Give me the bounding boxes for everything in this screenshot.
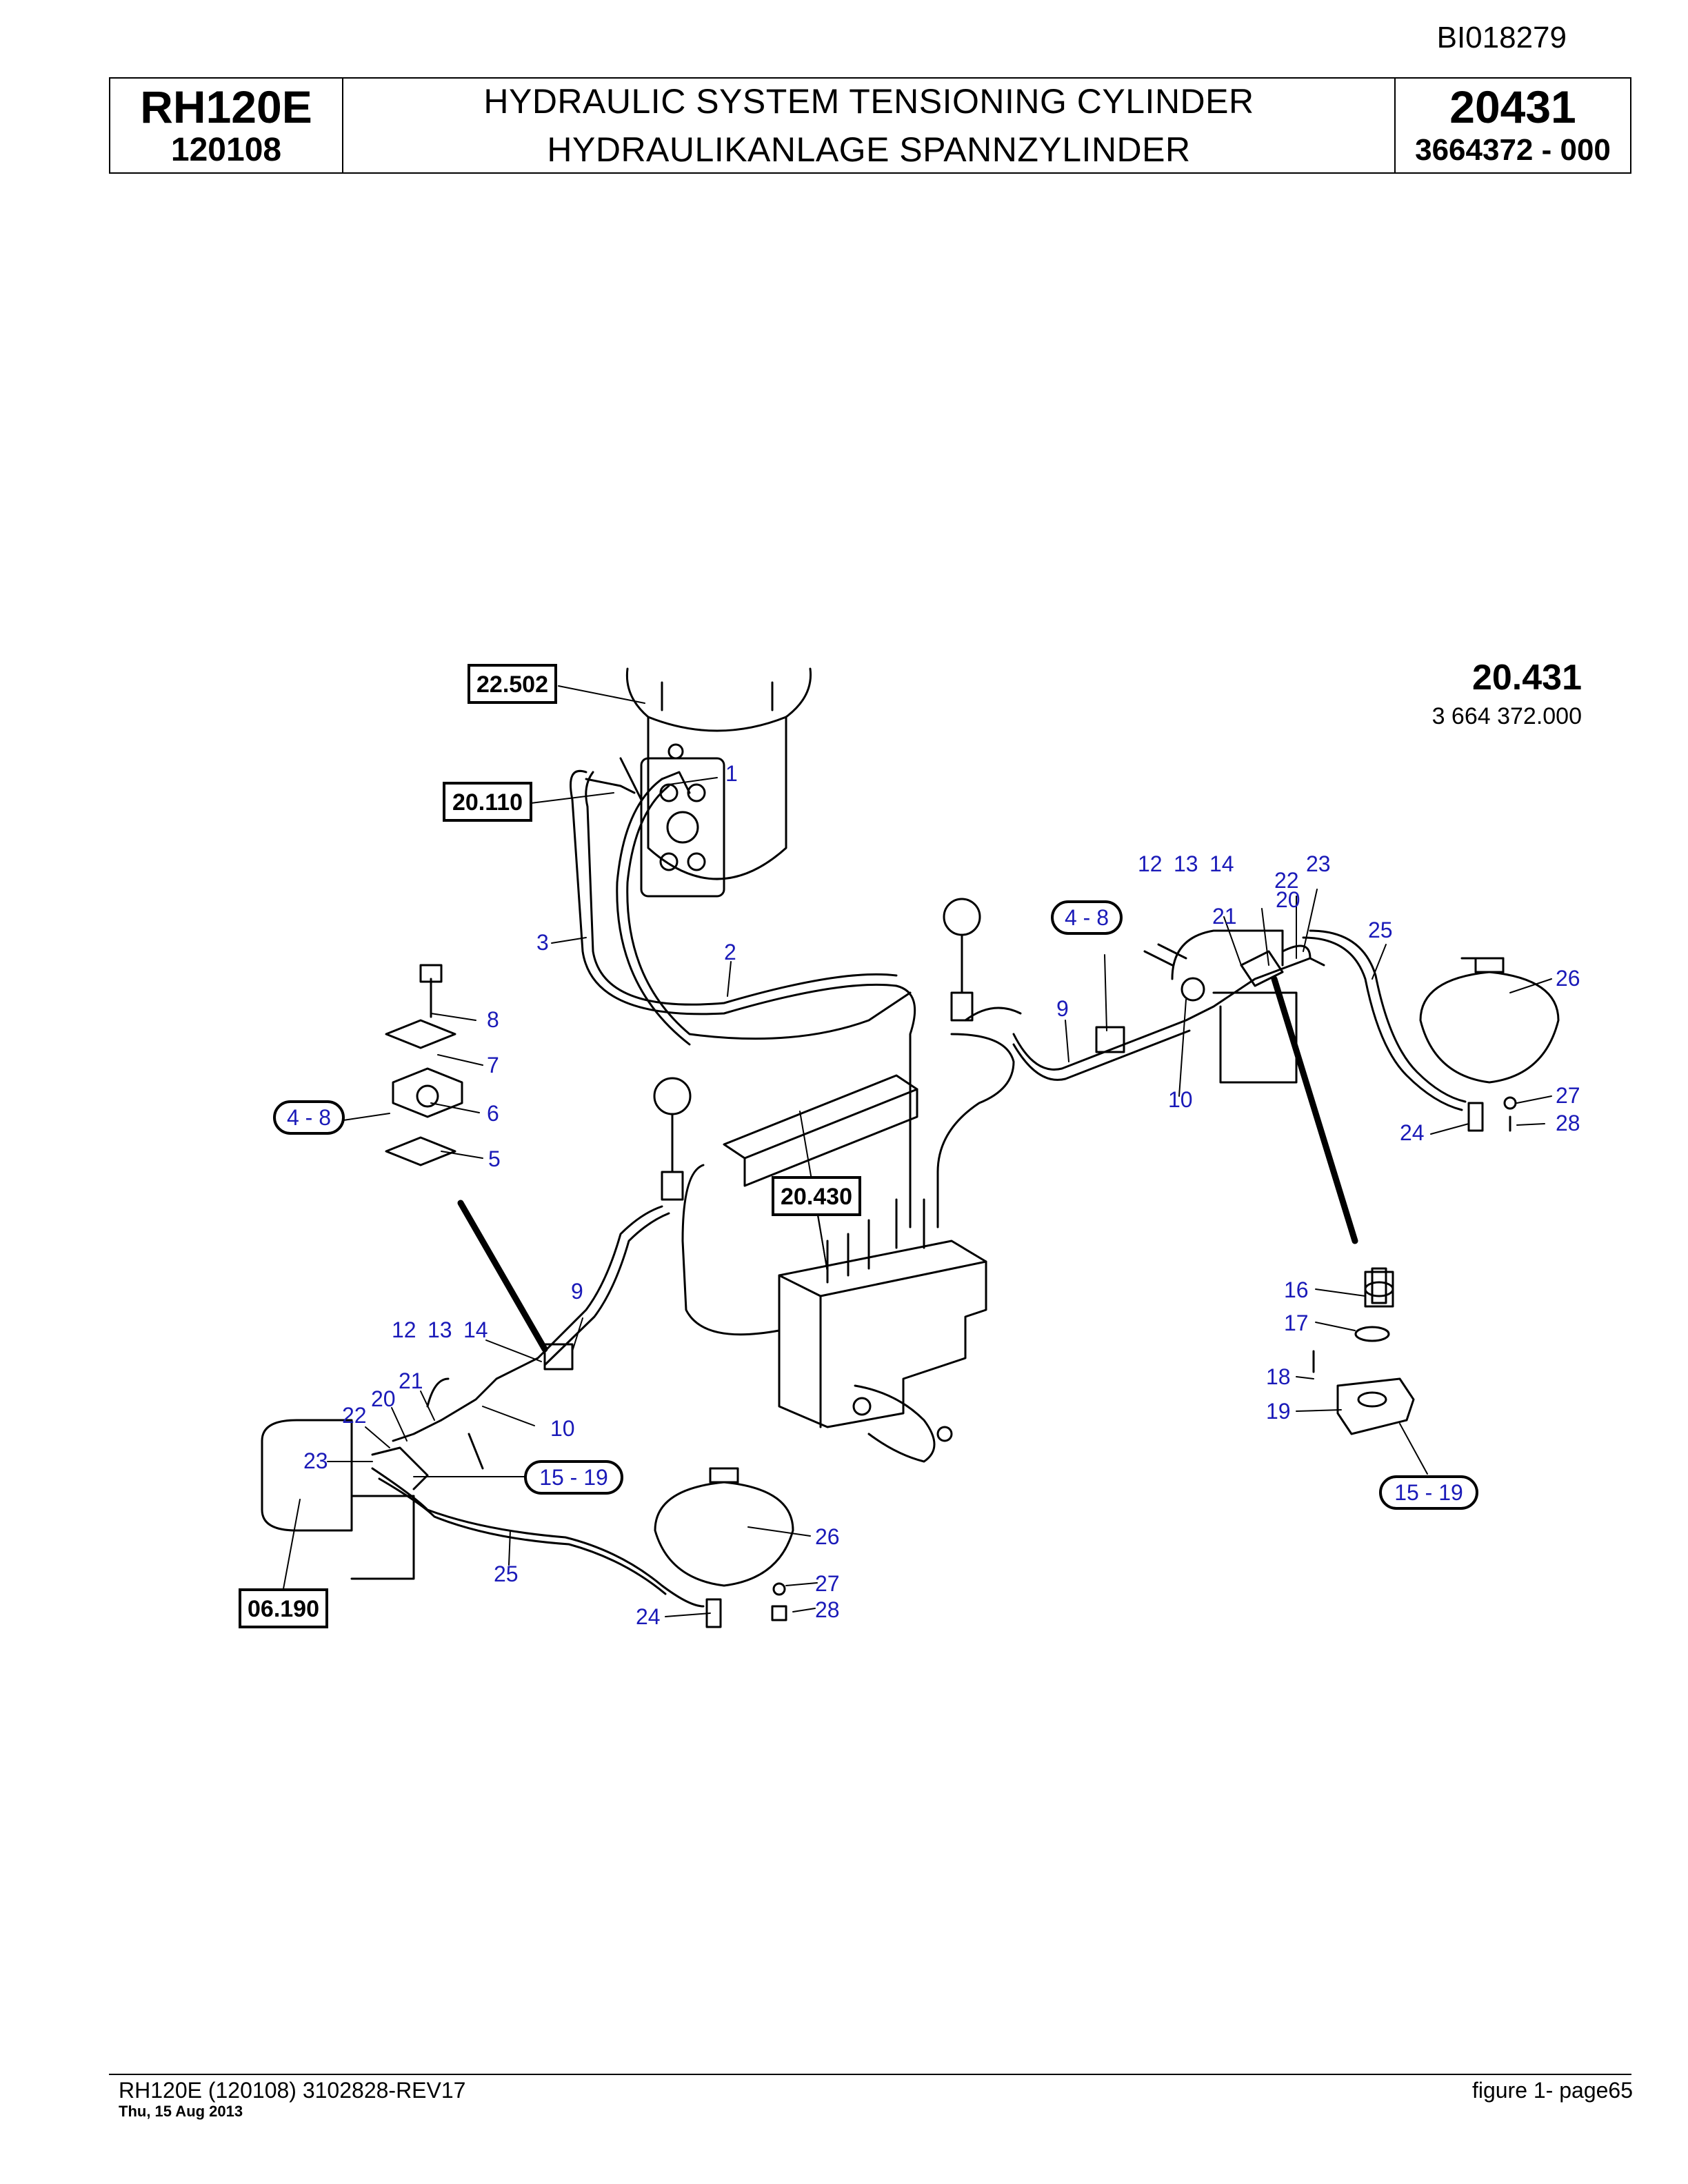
ref-box[interactable]: 20.430 [772, 1176, 861, 1216]
footer-rule [109, 2074, 1631, 2075]
valve-block [778, 1198, 987, 1463]
footer-doc-ref: RH120E (120108) 3102828-REV17 [119, 2078, 466, 2103]
ref-label: 22.502 [476, 671, 548, 698]
model-name: RH120E [140, 81, 312, 132]
item-label: 17 [1284, 1311, 1309, 1335]
group-label: 4 - 8 [1065, 905, 1109, 930]
item-label: 1 [725, 761, 738, 786]
item-label: 8 [487, 1007, 499, 1032]
item-label: 9 [571, 1279, 583, 1304]
pointer-line-right [1271, 975, 1358, 1244]
title-german: HYDRAULIKANLAGE SPANNZYLINDER [547, 130, 1191, 169]
item-label: 10 [1168, 1087, 1193, 1112]
item-label: 12 [1138, 851, 1163, 876]
ref-box[interactable]: 20.110 [443, 782, 532, 822]
item-label: 27 [1556, 1083, 1580, 1108]
accumulator-right [1419, 957, 1560, 1132]
item-label: 26 [815, 1524, 840, 1549]
item-label: 25 [494, 1561, 519, 1586]
ref-label: 06.190 [248, 1596, 319, 1622]
footer-page: figure 1- page65 [1471, 2078, 1633, 2103]
group-oval[interactable]: 15 - 19 [524, 1460, 623, 1495]
title-block: RH120E 120108 HYDRAULIC SYSTEM TENSIONIN… [109, 77, 1631, 174]
item-label: 24 [1400, 1120, 1425, 1145]
item-label: 9 [1056, 996, 1069, 1021]
leader-lines [282, 685, 1552, 1617]
document-id: BI018279 [1436, 21, 1567, 54]
item-label: 24 [636, 1604, 661, 1629]
ref-label: 20.430 [781, 1184, 852, 1210]
item-label: 20 [371, 1386, 396, 1411]
group-oval[interactable]: 4 - 8 [1051, 900, 1123, 935]
item-label: 25 [1368, 918, 1393, 942]
item-label: 26 [1556, 966, 1580, 991]
item-label: 23 [1306, 851, 1331, 876]
item-label: 16 [1284, 1277, 1309, 1302]
item-label: 13 [1174, 851, 1198, 876]
item-label: 12 [392, 1317, 416, 1342]
item-label: 2 [724, 940, 736, 964]
group-label: 4 - 8 [287, 1105, 331, 1130]
ref-box[interactable]: 06.190 [239, 1588, 328, 1628]
item-label: 20 [1276, 887, 1300, 912]
flange-right-exploded [1312, 1267, 1415, 1435]
item-label: 10 [550, 1416, 575, 1441]
item-label: 23 [303, 1448, 328, 1473]
group-label: 15 - 19 [539, 1465, 608, 1490]
group-oval[interactable]: 15 - 19 [1379, 1475, 1478, 1510]
item-label: 13 [428, 1317, 452, 1342]
clamp-left-exploded [385, 964, 463, 1166]
item-label: 14 [463, 1317, 488, 1342]
ref-label: 20.110 [452, 789, 523, 816]
control-valves [653, 898, 1022, 1336]
model-cell: RH120E 120108 [110, 79, 343, 172]
title-cell: HYDRAULIC SYSTEM TENSIONING CYLINDER HYD… [343, 79, 1396, 172]
item-label: 21 [1212, 904, 1237, 929]
footer-date: Thu, 15 Aug 2013 [119, 2103, 243, 2120]
item-label: 6 [487, 1101, 499, 1126]
accumulator-left [654, 1467, 794, 1628]
ref-box[interactable]: 22.502 [468, 664, 557, 704]
part-sub-number: 3664372 - 000 [1415, 133, 1611, 167]
item-label: 27 [815, 1571, 840, 1596]
item-label: 18 [1266, 1364, 1291, 1389]
group-oval[interactable]: 4 - 8 [273, 1100, 345, 1135]
item-label: 28 [1556, 1111, 1580, 1135]
model-code: 120108 [170, 132, 282, 168]
item-label: 7 [487, 1053, 499, 1078]
hose-pair-upper [570, 757, 916, 1228]
item-label: 14 [1209, 851, 1234, 876]
item-label: 22 [1274, 868, 1299, 893]
part-cell: 20431 3664372 - 000 [1396, 79, 1630, 172]
item-label: 5 [488, 1146, 501, 1171]
item-label: 22 [342, 1403, 367, 1428]
right-line-assembly [1012, 929, 1467, 1111]
group-label: 15 - 19 [1394, 1480, 1463, 1505]
item-label: 19 [1266, 1399, 1291, 1424]
pointer-line-left [457, 1200, 548, 1353]
title-english: HYDRAULIC SYSTEM TENSIONING CYLINDER [483, 82, 1254, 121]
figure-part: 3 664 372.000 [1432, 703, 1582, 729]
part-number: 20431 [1449, 81, 1576, 132]
item-label: 28 [815, 1597, 840, 1622]
item-label: 21 [399, 1368, 423, 1393]
tensioning-cylinder [625, 667, 812, 898]
figure-number: 20.431 [1472, 658, 1582, 698]
item-label: 3 [536, 930, 549, 955]
